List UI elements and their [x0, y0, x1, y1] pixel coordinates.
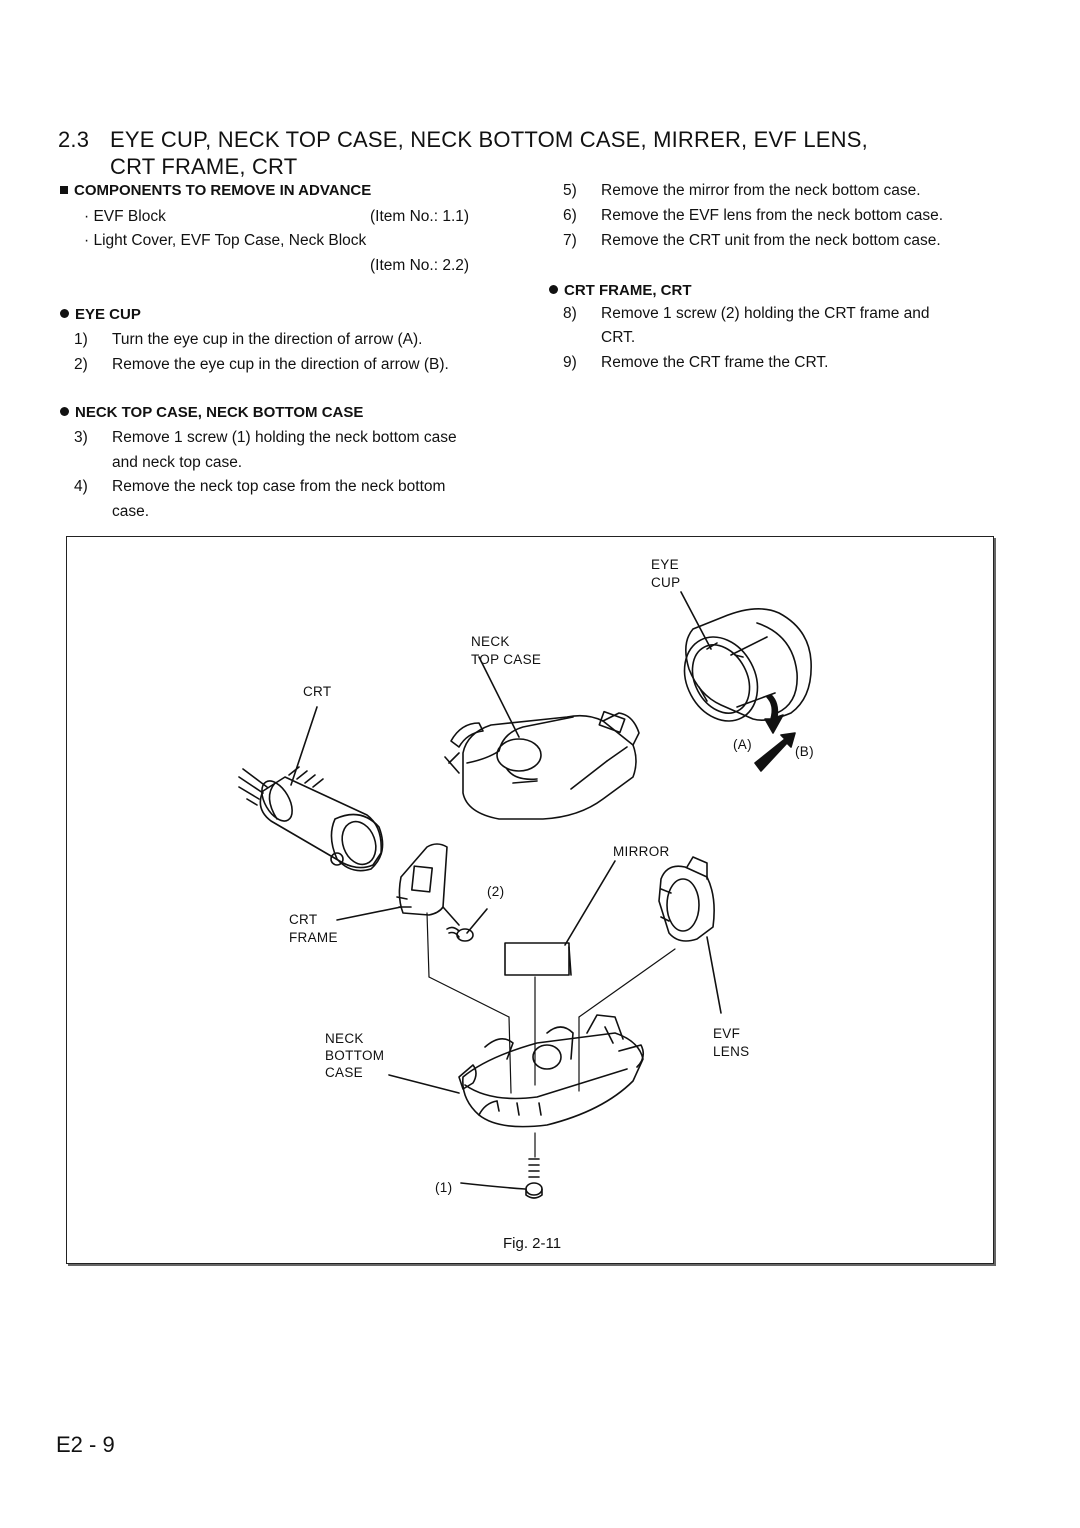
components-heading: COMPONENTS TO REMOVE IN ADVANCE: [60, 182, 371, 199]
label-crt-frame-2: FRAME: [289, 930, 338, 945]
step-text: Remove the CRT frame the CRT.: [601, 354, 829, 371]
component-item-1-ref: (Item No.: 1.1): [370, 208, 470, 225]
dot-bullet-icon: [60, 309, 69, 318]
label-eye-cup-1: EYE: [651, 557, 679, 572]
section-number: 2.3: [58, 127, 90, 152]
step-text: Remove the mirror from the neck bottom c…: [601, 182, 921, 199]
step-number: 1): [74, 331, 88, 348]
components-heading-text: COMPONENTS TO REMOVE IN ADVANCE: [74, 182, 372, 199]
page-number: E2 - 9: [56, 1432, 115, 1457]
dot-bullet-icon: [549, 285, 558, 294]
component-item-2-name: · Light Cover, EVF Top Case, Neck Block: [84, 232, 367, 249]
label-mirror: MIRROR: [613, 844, 670, 859]
label-evf-lens-2: LENS: [713, 1044, 750, 1059]
title-line-1: EYE CUP, NECK TOP CASE, NECK BOTTOM CASE…: [110, 127, 868, 152]
square-bullet-icon: [60, 186, 68, 194]
crt-frame-heading-text: CRT FRAME, CRT: [564, 282, 692, 299]
step-number: 4): [74, 478, 88, 495]
label-arrow-b: (B): [795, 744, 814, 759]
section-title: 2.3 EYE CUP, NECK TOP CASE, NECK BOTTOM C…: [58, 126, 868, 180]
component-item-1-name: · EVF Block: [84, 208, 166, 225]
neck-top-case-part: [444, 656, 640, 820]
label-arrow-a: (A): [733, 737, 752, 752]
figure-box: EYE CUP NECK TOP CASE CRT (A) (B) MIRROR…: [66, 536, 994, 1264]
step-number: 6): [563, 207, 577, 224]
label-neck-top-1: NECK: [471, 634, 510, 649]
step-8-cont: CRT.: [601, 329, 636, 346]
label-neck-bottom-1: NECK: [325, 1031, 364, 1046]
crt-frame-heading: CRT FRAME, CRT: [549, 282, 692, 299]
step-text: Turn the eye cup in the direction of arr…: [112, 331, 423, 348]
label-neck-bottom-3: CASE: [325, 1065, 363, 1080]
neck-case-heading: NECK TOP CASE, NECK BOTTOM CASE: [60, 404, 363, 421]
step-number: 9): [563, 354, 577, 371]
screw-2-part: [446, 908, 488, 942]
step-text: Remove 1 screw (2) holding the CRT frame…: [601, 305, 930, 322]
eye-cup-heading: EYE CUP: [60, 306, 141, 323]
label-crt: CRT: [303, 684, 332, 699]
title-line-2: CRT FRAME, CRT: [110, 154, 298, 179]
step-3-cont: and neck top case.: [112, 454, 243, 471]
label-screw-1: (1): [435, 1180, 453, 1195]
step-number: 5): [563, 182, 577, 199]
crt-part: [238, 706, 384, 872]
figure-caption: Fig. 2-11: [503, 1235, 562, 1252]
label-evf-lens-1: EVF: [713, 1026, 741, 1041]
step-number: 2): [74, 356, 88, 373]
neck-case-heading-text: NECK TOP CASE, NECK BOTTOM CASE: [75, 404, 364, 421]
label-eye-cup-2: CUP: [651, 575, 681, 590]
step-text: Remove the eye cup in the direction of a…: [112, 356, 449, 373]
mirror-part: [504, 860, 616, 976]
component-item-2-ref: (Item No.: 2.2): [370, 257, 470, 274]
neck-bottom-case-part: [388, 1014, 645, 1128]
step-number: 3): [74, 429, 88, 446]
label-screw-2: (2): [487, 884, 505, 899]
step-number: 8): [563, 305, 577, 322]
eye-cup-heading-text: EYE CUP: [75, 306, 141, 323]
step-text: Remove the EVF lens from the neck bottom…: [601, 207, 944, 224]
step-number: 7): [563, 232, 577, 249]
guide-lines: [426, 912, 676, 1158]
dot-bullet-icon: [60, 407, 69, 416]
step-text: Remove the CRT unit from the neck bottom…: [601, 232, 941, 249]
crt-frame-part: [336, 843, 460, 926]
label-crt-frame-1: CRT: [289, 912, 318, 927]
evf-lens-part: [658, 856, 722, 1014]
step-text: Remove 1 screw (1) holding the neck bott…: [112, 429, 457, 446]
rotation-arrows: [754, 694, 796, 772]
eye-cup-part: [680, 591, 812, 722]
screw-1-part: [460, 1158, 543, 1199]
step-4-cont: case.: [112, 503, 150, 520]
step-text: Remove the neck top case from the neck b…: [112, 478, 446, 495]
label-neck-top-2: TOP CASE: [471, 652, 542, 667]
exploded-view-diagram: [238, 591, 812, 1199]
label-neck-bottom-2: BOTTOM: [325, 1048, 385, 1063]
